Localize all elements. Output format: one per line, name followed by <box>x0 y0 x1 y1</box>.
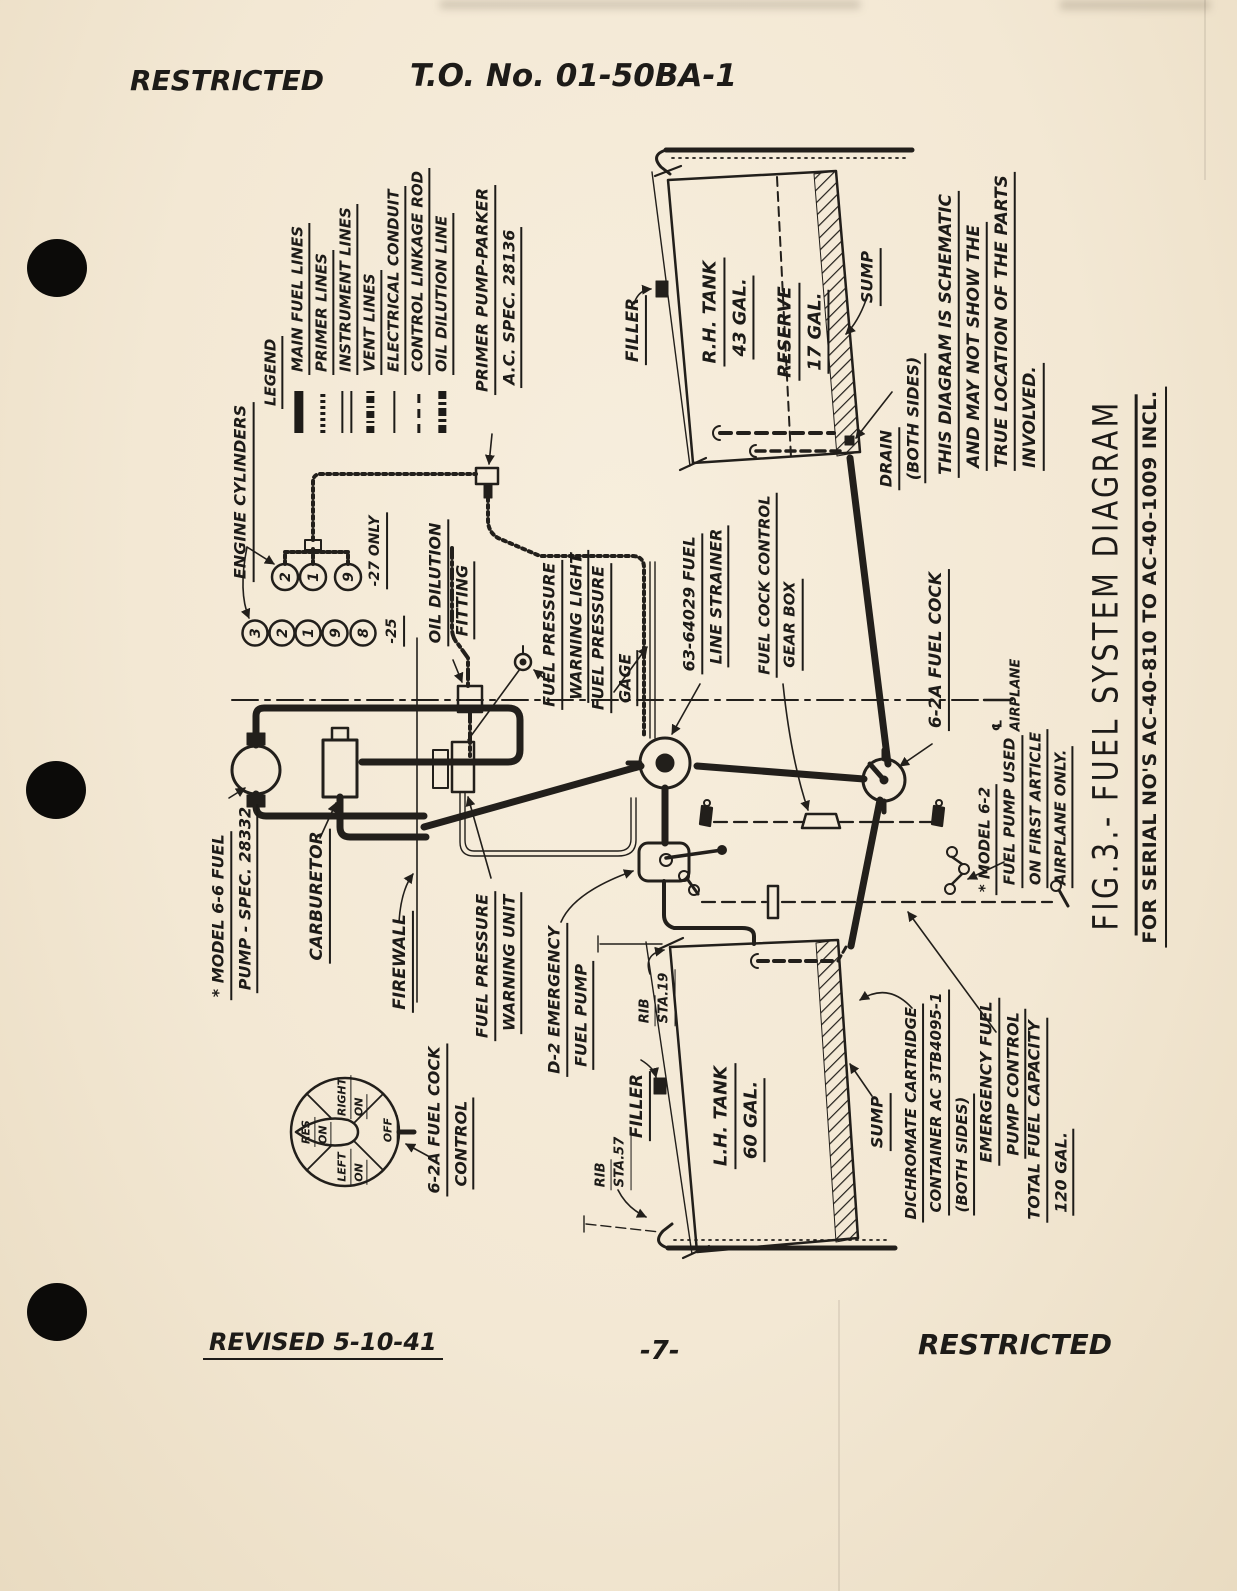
label-drain: DRAIN (BOTH SIDES) <box>874 353 927 491</box>
dial-sector-off: OFF <box>380 1114 398 1146</box>
punch-hole <box>27 1283 87 1341</box>
label-fuel-pressure-warning-unit: FUEL PRESSURE WARNING UNIT <box>470 890 523 1042</box>
header-classification: RESTRICTED <box>130 64 324 97</box>
svg-text:1: 1 <box>306 572 322 582</box>
label-fuel-cock-control-gear-box: FUEL COCK CONTROL GEAR BOX <box>754 492 805 678</box>
label-d2-emergency-pump: D-2 EMERGENCY FUEL PUMP <box>542 923 595 1077</box>
dial-pointer <box>294 1117 360 1147</box>
label-emergency-pump-control: EMERGENCY FUEL PUMP CONTROL <box>974 998 1027 1166</box>
label-dichromate-cartridge: DICHROMATE CARTRIDGE CONTAINER AC 3TB409… <box>900 989 976 1223</box>
leader-lines <box>228 284 1005 1218</box>
label-firewall: FIREWALL <box>387 911 415 1013</box>
label-model-62-pump-note: * MODEL 6-2 FUEL PUMP USED ON FIRST ARTI… <box>973 728 1074 896</box>
gear-box-shape <box>800 812 842 830</box>
footer-page-number: -7- <box>640 1336 680 1366</box>
figure-title: FIG.3.- FUEL SYSTEM DIAGRAM <box>1082 335 1138 995</box>
control-linkage-rod-symbol <box>417 391 421 433</box>
scan-smudge <box>1060 0 1210 10</box>
legend-row: MAIN FUEL LINES <box>287 222 311 433</box>
label-fuel-cock: 6-2A FUEL COCK <box>923 568 951 732</box>
label-rib-sta-57: RIB STA.57 <box>592 1133 632 1191</box>
fuel-cock-dial <box>289 1076 417 1188</box>
label-fuel-line-strainer: 63-64029 FUEL LINE STRAINER <box>677 525 730 675</box>
dial-sector-left-on: LEFT ON <box>334 1149 368 1185</box>
svg-text:8: 8 <box>356 628 372 638</box>
page-crease <box>838 1300 840 1591</box>
primer-line-symbol <box>320 391 326 433</box>
label-total-fuel-capacity: TOTAL FUEL CAPACITY 120 GAL. <box>1022 1017 1075 1223</box>
svg-text:2: 2 <box>278 572 294 582</box>
label-fuel-cock-control: 6-2A FUEL COCK CONTROL <box>422 1043 475 1197</box>
legend-row: INSTRUMENT LINES <box>335 204 359 433</box>
dial-sector-res-on: RES ON <box>298 1117 332 1147</box>
svg-text:2: 2 <box>275 628 291 638</box>
legend-row: CONTROL LINKAGE ROD <box>407 167 431 433</box>
label-lh-sump: SUMP <box>866 1092 893 1152</box>
control-linkage <box>678 799 1070 920</box>
legend: LEGEND MAIN FUEL LINES PRIMER LINES INST… <box>259 121 455 433</box>
svg-text:9: 9 <box>341 572 357 582</box>
figure-subtitle: FOR SERIAL NO'S AC-40-810 TO AC-40-1009 … <box>1137 386 1167 948</box>
lh-filler-neck <box>653 1077 667 1095</box>
label-reserve: RESERVE 17 GAL. <box>771 283 830 381</box>
label-rh-sump: SUMP <box>856 247 883 307</box>
label-lh-tank: L.H. TANK 60 GAL. <box>707 1062 766 1170</box>
svg-text:9: 9 <box>328 628 344 638</box>
scan-smudge <box>440 0 860 9</box>
page-crease <box>1204 0 1206 180</box>
punch-hole <box>27 239 87 297</box>
fuel-line-strainer-shape <box>625 736 692 790</box>
label-carburetor: CARBURETOR <box>304 828 332 964</box>
rh-filler-neck <box>655 280 669 298</box>
label-lh-filler: FILLER <box>624 1070 652 1142</box>
electrical-conduit-symbol <box>393 391 396 433</box>
svg-text:3: 3 <box>248 628 264 638</box>
oil-dilution-line-symbol <box>438 391 447 433</box>
carburetor-body <box>321 738 359 799</box>
lh-wing-tank <box>583 935 898 1260</box>
footer-revised-date: REVISED 5-10-41 <box>203 1328 443 1360</box>
legend-row: VENT LINES <box>359 270 383 433</box>
legend-row: PRIMER LINES <box>311 250 335 433</box>
label-rib-sta-19: RIB STA.19 <box>636 969 676 1027</box>
label-rh-tank: R.H. TANK 43 GAL. <box>696 257 755 367</box>
svg-text:1: 1 <box>301 628 317 638</box>
label-25: -25 <box>382 615 406 647</box>
model-66-fuel-pump <box>230 744 282 796</box>
legend-row: ELECTRICAL CONDUIT <box>383 186 407 433</box>
legend-title: LEGEND <box>260 335 284 409</box>
cylinder-numbers: 2 1 9 3 2 1 9 8 <box>248 572 372 638</box>
label-engine-cylinders: ENGINE CYLINDERS <box>229 401 256 583</box>
primer-pump-fitting <box>474 466 500 486</box>
main-fuel-line-symbol <box>294 391 304 433</box>
footer-classification: RESTRICTED <box>918 1328 1112 1361</box>
engine-section <box>230 466 656 857</box>
label-schematic-note: THIS DIAGRAM IS SCHEMATIC AND MAY NOT SH… <box>933 172 1046 478</box>
legend-row: OIL DILUTION LINE <box>431 212 455 433</box>
label-rh-filler: FILLER <box>620 294 648 366</box>
rh-drain-cock <box>844 435 855 446</box>
dial-sector-right-on: RIGHT ON <box>334 1074 368 1120</box>
rh-wing-tank <box>651 147 915 472</box>
d2-emergency-pump-shape <box>637 784 756 946</box>
header-to-number: T.O. No. 01-50BA-1 <box>410 58 737 94</box>
label-oil-dilution-fitting: OIL DILUTION FITTING <box>423 519 476 647</box>
label-airplane-centerline: ℄ AIRPLANE <box>990 658 1024 732</box>
vent-line-symbol <box>366 391 375 433</box>
instrument-line-symbol <box>341 391 353 433</box>
label-fuel-pressure-warning-light: FUEL PRESSURE WARNING LIGHT <box>537 550 590 710</box>
punch-hole <box>26 761 86 819</box>
fuel-pressure-warning-unit-shape <box>450 740 476 794</box>
label-primer-pump: PRIMER PUMP-PARKER A.C. SPEC. 28136 <box>470 184 523 396</box>
label-27-only: -27 ONLY <box>365 512 389 590</box>
label-fuel-pressure-gage: FUEL PRESSURE GAGE <box>586 562 639 714</box>
label-model-66-pump: * MODEL 6-6 FUEL PUMP - SPEC. 28332 <box>206 803 259 1001</box>
